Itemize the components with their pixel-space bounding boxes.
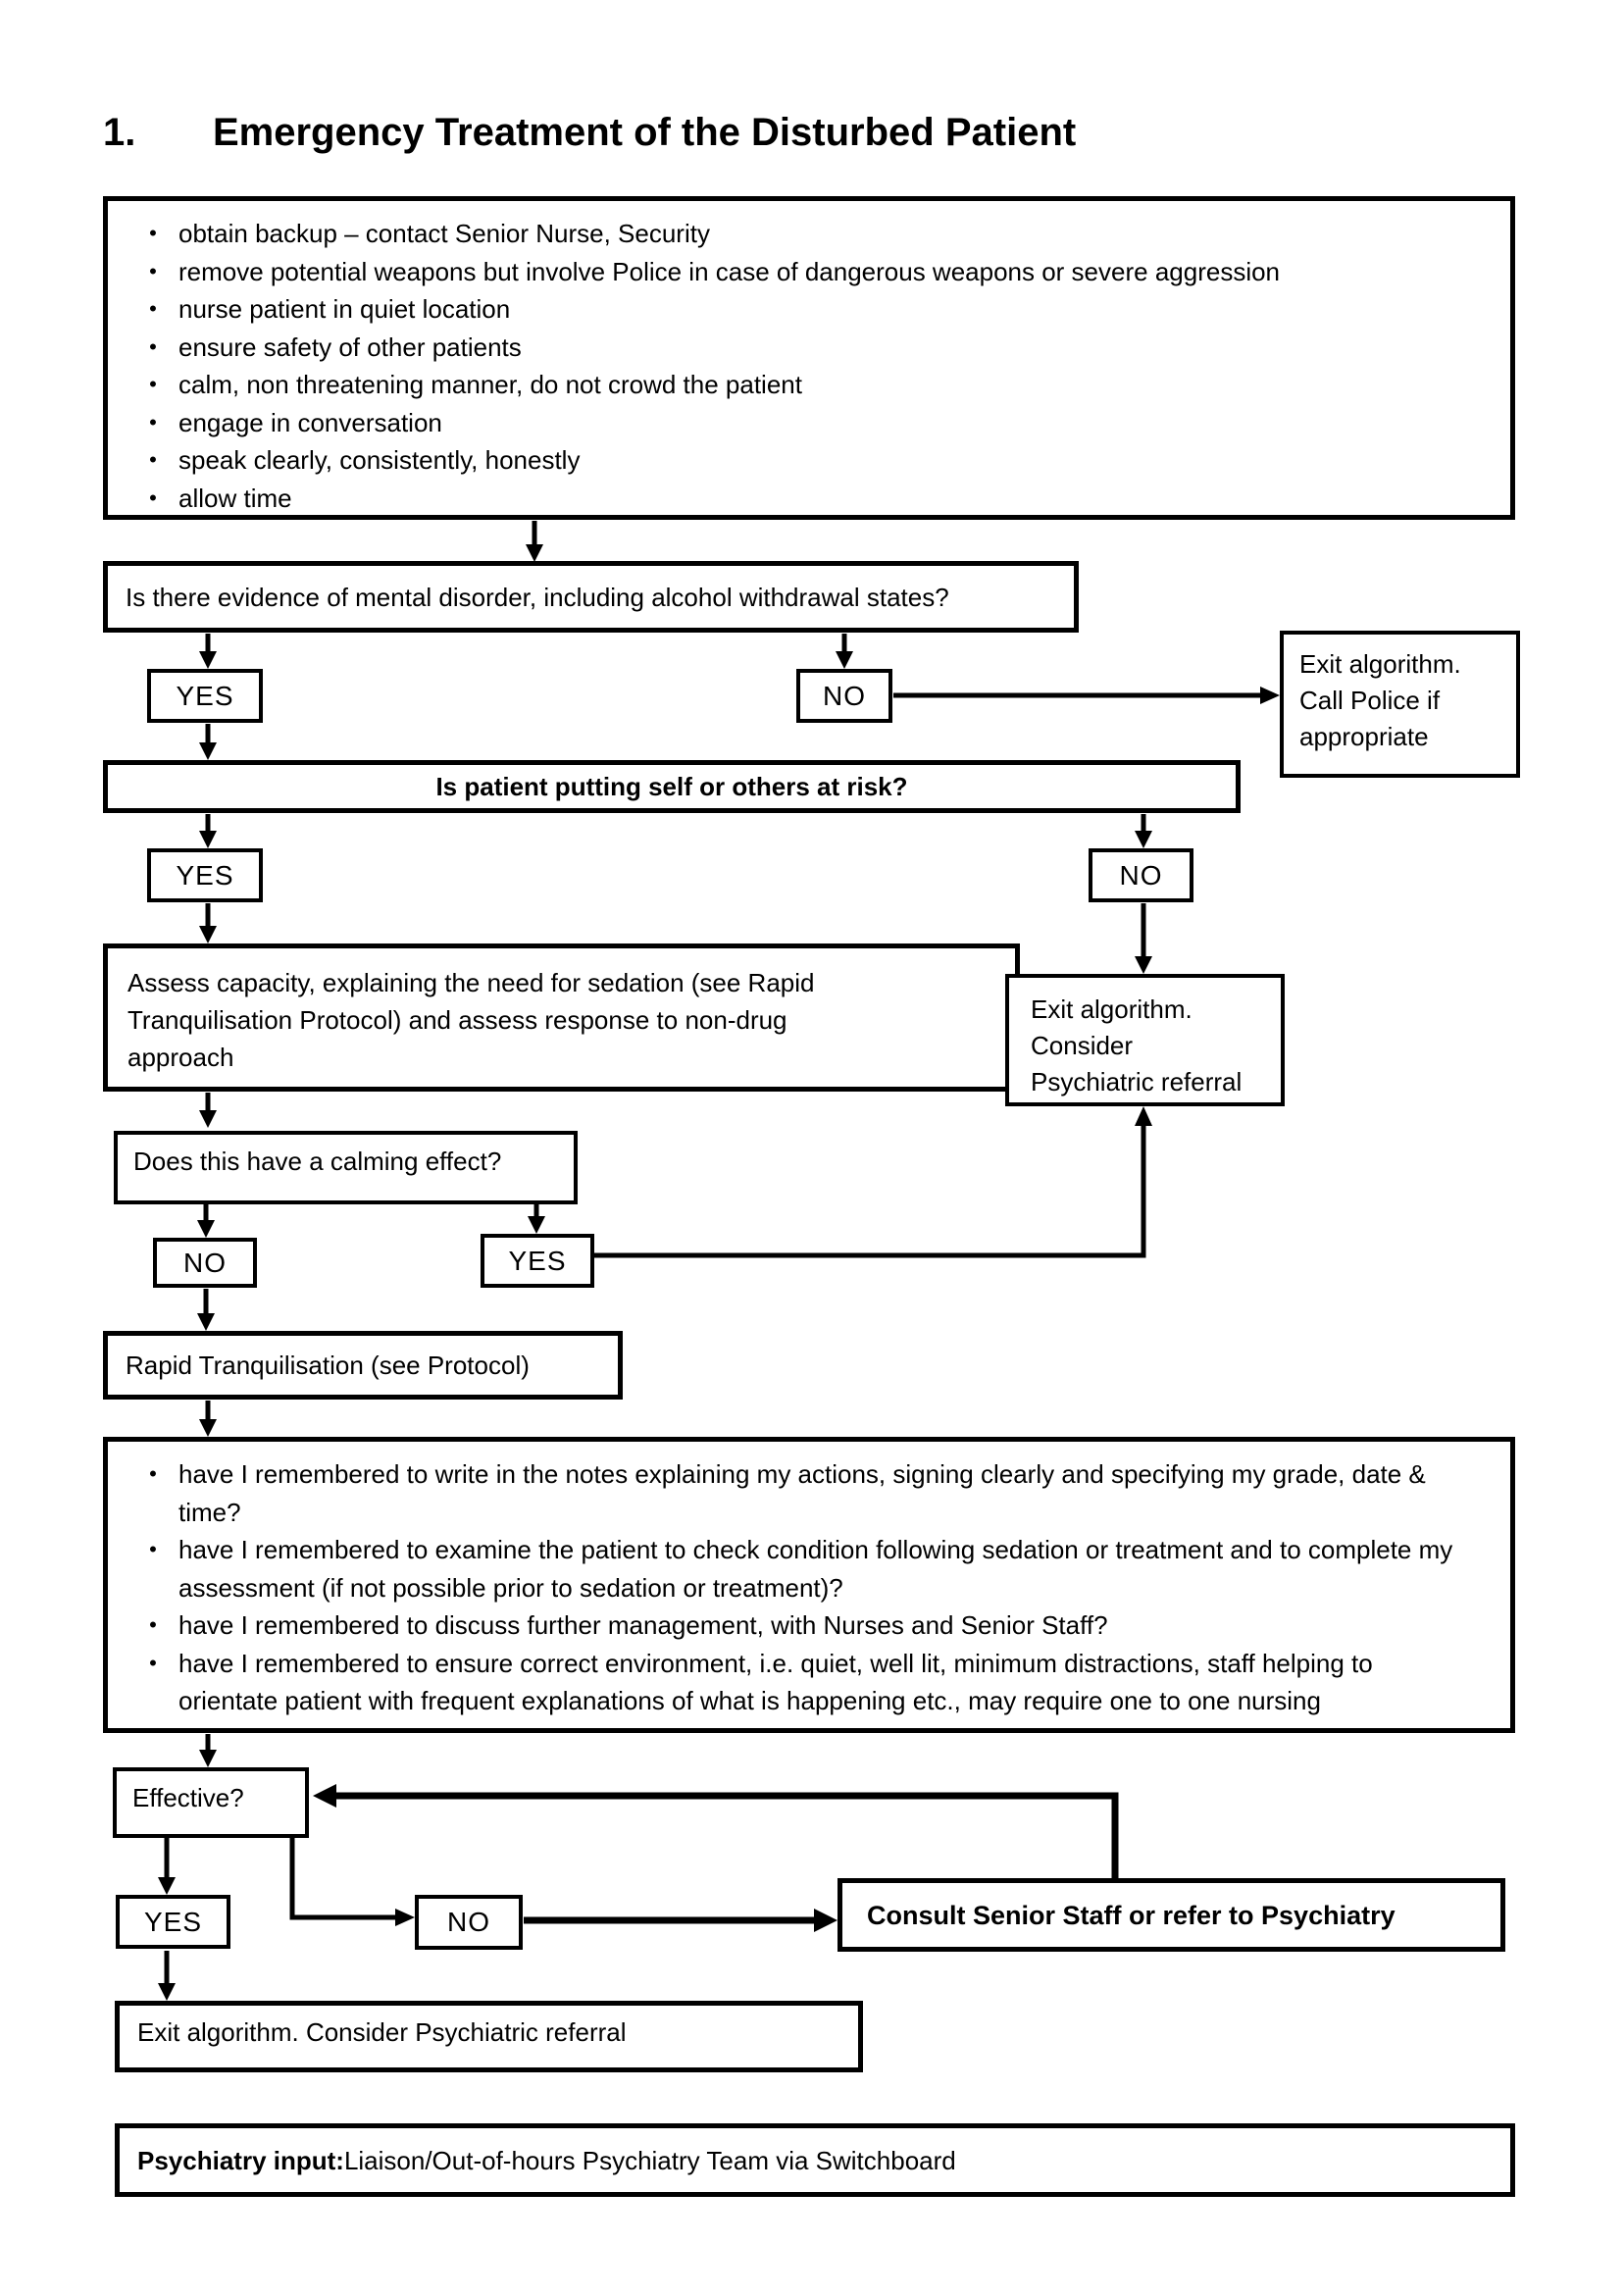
bullet-item: • have I remembered to discuss further ma… <box>127 1606 1491 1645</box>
connector-no4-to-consult <box>524 1909 837 1932</box>
bullet-item: • allow time <box>127 480 1491 518</box>
bullet-item: • engage in conversation <box>127 404 1491 442</box>
box-exit-call-police: Exit algorithm. Call Police if appropria… <box>1280 631 1520 778</box>
box-yes-calming: YES <box>481 1234 594 1288</box>
box-yes-effective: YES <box>116 1895 230 1949</box>
bullet-text: engage in conversation <box>178 407 442 437</box>
box-question-calming-effect: Does this have a calming effect? <box>114 1131 578 1204</box>
rapid-tranquilisation-text: Rapid Tranquilisation (see Protocol) <box>126 1351 530 1380</box>
connector-checklist-to-effective <box>199 1734 217 1767</box>
bullet-item: • obtain backup – contact Senior Nurse, S… <box>127 215 1491 253</box>
bullet-text: have I remembered to examine the patient… <box>178 1535 1453 1603</box>
box-question-mental-disorder: Is there evidence of mental disorder, in… <box>103 561 1079 633</box>
no-label: NO <box>1119 859 1163 891</box>
bullet-dot: • <box>149 372 157 396</box>
bullet-text: nurse patient in quiet location <box>178 294 511 324</box>
bullet-text: have I remembered to write in the notes … <box>178 1459 1426 1527</box>
bullet-item: • calm, non threatening manner, do not cr… <box>127 366 1491 404</box>
no-label: NO <box>823 680 866 711</box>
bullet-text: remove potential weapons but involve Pol… <box>178 256 1281 286</box>
box-no-effective: NO <box>415 1895 523 1950</box>
connector-assess-to-calming <box>199 1093 217 1128</box>
connector-q2-to-no2 <box>1135 814 1152 848</box>
bullet-dot: • <box>149 1461 157 1486</box>
connector-no1-to-exit-police <box>893 687 1280 704</box>
connector-calming-to-yes3 <box>528 1202 545 1234</box>
connector-yes2-to-assess <box>199 903 217 943</box>
bullet-text: calm, non threatening manner, do not cro… <box>178 370 802 399</box>
page-title: 1. Emergency Treatment of the Disturbed … <box>103 110 1076 155</box>
box-rapid-tranquilisation: Rapid Tranquilisation (see Protocol) <box>103 1331 623 1400</box>
bullet-dot: • <box>149 1650 157 1675</box>
box-no-calming: NO <box>153 1238 257 1288</box>
connector-yes1-to-q2 <box>199 724 217 760</box>
connector-no2-to-exit-mid <box>1135 903 1152 974</box>
box-assess-capacity: Assess capacity, explaining the need for… <box>103 943 1020 1092</box>
bullet-item: • ensure safety of other patients <box>127 329 1491 367</box>
box-no-self-risk: NO <box>1089 848 1193 902</box>
yes-label: YES <box>176 859 234 891</box>
bullet-text: allow time <box>178 483 292 513</box>
no-label: NO <box>447 1907 490 1937</box>
bullet-dot: • <box>149 333 157 359</box>
page-title-number: 1. <box>103 111 136 154</box>
connector-yes4-to-exit-bottom <box>158 1951 176 2001</box>
question-mental-disorder-text: Is there evidence of mental disorder, in… <box>126 582 949 612</box>
bullet-dot: • <box>149 1612 157 1637</box>
box-yes-self-risk: YES <box>147 848 263 902</box>
bullet-item: • have I remembered to write in the notes… <box>127 1455 1491 1531</box>
psychiatry-input-text: Liaison/Out-of-hours Psychiatry Team via… <box>343 2145 956 2175</box>
bullet-item: • have I remembered to ensure correct env… <box>127 1645 1491 1720</box>
no-label: NO <box>183 1247 227 1278</box>
consult-senior-text: Consult Senior Staff or refer to Psychia… <box>867 1900 1396 1930</box>
connector-effective-to-yes4 <box>158 1838 176 1895</box>
box-exit-psychiatric-referral-bottom: Exit algorithm. Consider Psychiatric ref… <box>115 2001 863 2072</box>
box-question-effective: Effective? <box>113 1767 309 1838</box>
connector-rapid-to-checklist <box>199 1401 217 1437</box>
bullet-text: obtain backup – contact Senior Nurse, Se… <box>178 219 710 248</box>
yes-label: YES <box>508 1245 567 1276</box>
bullet-item: • remove potential weapons but involve Po… <box>127 253 1491 291</box>
question-calming-text: Does this have a calming effect? <box>133 1147 502 1176</box>
connector-consult-to-effective-feedback <box>313 1784 1119 1879</box>
connector-calming-to-no3 <box>197 1202 215 1238</box>
bullet-dot: • <box>149 258 157 283</box>
box-initial-actions: • obtain backup – contact Senior Nurse, S… <box>103 196 1515 520</box>
bullet-dot: • <box>149 221 157 245</box>
bullet-dot: • <box>149 296 157 321</box>
box-no-mental-disorder: NO <box>796 669 892 723</box>
bullet-text: have I remembered to discuss further man… <box>178 1610 1108 1640</box>
box-yes-mental-disorder: YES <box>147 669 263 723</box>
bullet-dot: • <box>149 447 157 472</box>
question-effective-text: Effective? <box>132 1783 244 1812</box>
box-consult-senior-staff: Consult Senior Staff or refer to Psychia… <box>837 1878 1505 1952</box>
psychiatry-input-label: Psychiatry input: <box>137 2145 344 2175</box>
bullet-item: • nurse patient in quiet location <box>127 290 1491 329</box>
box-question-self-risk: Is patient putting self or others at ris… <box>103 760 1241 813</box>
box-psychiatry-input: Psychiatry input: Liaison/Out-of-hours P… <box>115 2123 1515 2197</box>
bullet-text: have I remembered to ensure correct envi… <box>178 1648 1373 1716</box>
box-checklist: • have I remembered to write in the notes… <box>103 1437 1515 1733</box>
bullet-dot: • <box>149 409 157 434</box>
connector-effective-to-no4 <box>289 1838 415 1926</box>
connector-no3-to-rapid <box>197 1289 215 1331</box>
page-title-text: Emergency Treatment of the Disturbed Pat… <box>213 111 1077 154</box>
connector-initial-to-q1 <box>526 521 543 562</box>
yes-label: YES <box>176 680 234 711</box>
exit-bottom-text: Exit algorithm. Consider Psychiatric ref… <box>137 2017 627 2047</box>
bullet-dot: • <box>149 484 157 510</box>
connector-q2-to-yes2 <box>199 814 217 848</box>
connector-q1-to-no1 <box>836 634 853 669</box>
bullet-text: ensure safety of other patients <box>178 331 522 362</box>
bullet-item: • speak clearly, consistently, honestly <box>127 441 1491 480</box>
connector-yes3-to-exit-mid <box>594 1106 1152 1258</box>
yes-label: YES <box>143 1906 203 1937</box>
bullet-item: • have I remembered to examine the patien… <box>127 1531 1491 1606</box>
bullet-dot: • <box>149 1537 157 1561</box>
connector-q1-to-yes1 <box>199 634 217 669</box>
box-exit-psychiatric-referral-mid: Exit algorithm. Consider Psychiatric ref… <box>1005 974 1285 1106</box>
question-self-risk-text: Is patient putting self or others at ris… <box>435 772 908 801</box>
bullet-text: speak clearly, consistently, honestly <box>178 445 581 475</box>
